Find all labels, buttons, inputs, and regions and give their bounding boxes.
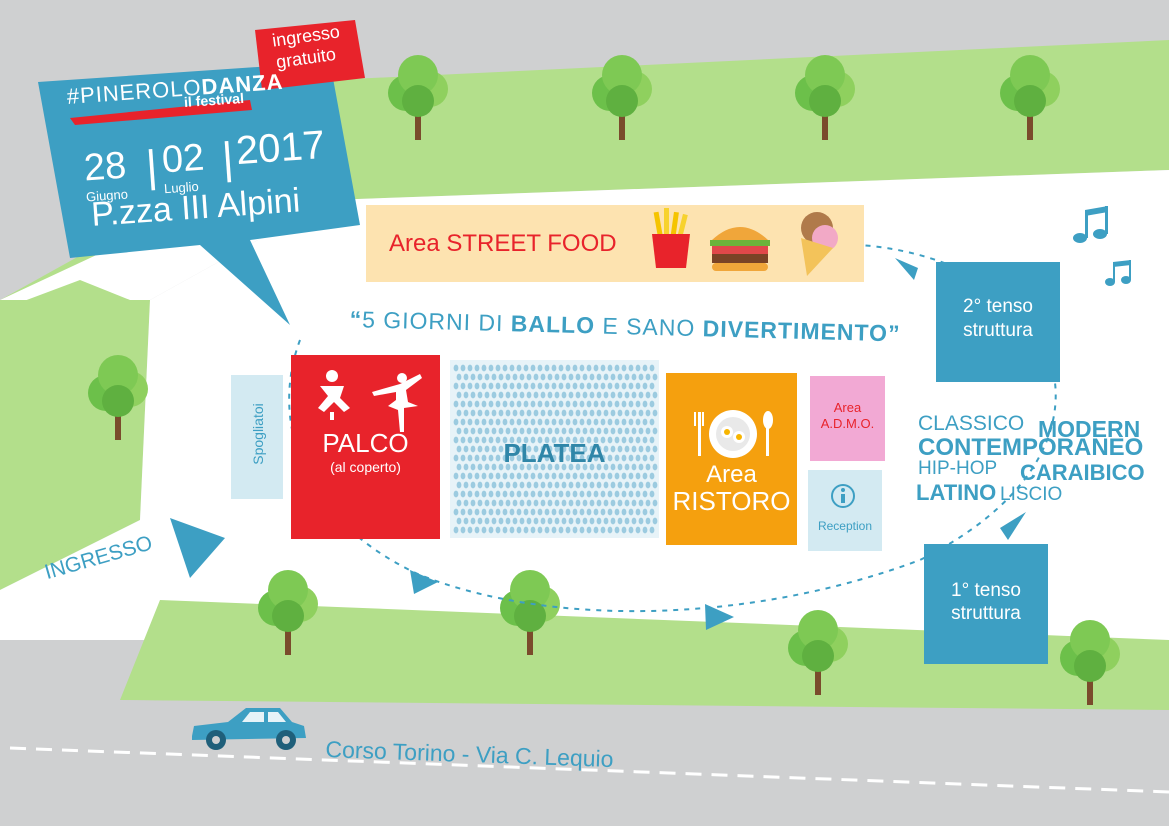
slogan-quote-open: “	[349, 306, 363, 333]
arrow-icon	[1000, 512, 1026, 540]
slogan-part-4: DIVERTIMENTO	[702, 315, 889, 347]
end-day: 02	[160, 136, 206, 182]
grass-bottom	[120, 600, 1169, 710]
platea-label: PLATEA	[503, 438, 606, 468]
tenso-1-label-1: 1° tenso	[951, 580, 1021, 601]
music-note-icon	[1073, 206, 1108, 243]
car-icon	[192, 708, 306, 750]
tree-icon	[592, 55, 652, 140]
spogliatoi-area	[231, 375, 283, 499]
admo-label-1: Area	[833, 400, 862, 415]
breakdancer-icon	[318, 370, 350, 420]
tenso-2-label-1: 2° tenso	[963, 296, 1033, 317]
tree-icon	[388, 55, 448, 140]
reception-label: Reception	[817, 519, 873, 533]
tenso-1-area	[924, 544, 1048, 664]
palco-label: PALCO	[322, 428, 409, 458]
slogan-part-2: BALLO	[510, 310, 596, 339]
admo-area	[810, 376, 885, 461]
music-note-icon	[1105, 260, 1131, 286]
genre-liscio: LISCIO	[1000, 484, 1063, 505]
tree-icon	[258, 570, 318, 655]
grass-top	[330, 40, 1169, 200]
ice-cream-icon	[801, 212, 838, 276]
spogliatoi-label: Spogliatoi	[250, 403, 266, 465]
ristoro-label-2: RISTORO	[672, 486, 791, 516]
tree-icon	[795, 55, 855, 140]
street-food-label: Area STREET FOOD	[389, 230, 617, 257]
entrance-arrow-icon	[170, 518, 225, 578]
street-food-area	[366, 205, 864, 282]
header-callout	[38, 62, 360, 325]
free-entry-tag	[255, 20, 365, 90]
genre-contemporaneo: CONTEMPORANEO	[918, 434, 1144, 461]
slogan-quote-close: ”	[887, 320, 901, 347]
fries-icon	[652, 208, 690, 268]
start-day: 28	[82, 144, 128, 190]
admo-label-2: A.D.M.O.	[820, 416, 875, 431]
genre-caraibico: CARAIBICO	[1020, 460, 1145, 485]
road-dash	[9, 746, 1169, 794]
ristoro-area	[666, 373, 797, 545]
year: 2017	[234, 122, 327, 174]
tenso-1-label-2: struttura	[951, 603, 1021, 624]
red-ribbon	[70, 100, 252, 125]
tenso-2-area	[936, 262, 1060, 382]
info-icon	[831, 484, 855, 508]
arrow-icon	[705, 604, 734, 630]
reception-area	[808, 470, 882, 551]
palco-area	[291, 355, 440, 539]
genre-modern: MODERN	[1038, 416, 1141, 442]
burger-icon	[710, 227, 770, 271]
slogan-part-1: 5 GIORNI DI	[361, 306, 512, 337]
ballerina-icon	[372, 373, 422, 432]
slogan-part-3: E SANO	[594, 312, 704, 342]
genre-hip-hop: HIP-HOP	[918, 458, 998, 479]
genre-latino: LATINO	[916, 480, 997, 505]
genre-classico: CLASSICO	[918, 412, 1025, 435]
ristoro-label-1: Area	[706, 461, 757, 488]
palco-sublabel: (al coperto)	[330, 459, 401, 475]
tenso-2-label-2: struttura	[963, 320, 1033, 341]
tree-icon	[1000, 55, 1060, 140]
tree-icon	[1060, 620, 1120, 705]
tree-icon	[500, 570, 560, 655]
tree-icon	[788, 610, 848, 695]
arrow-icon	[895, 258, 918, 280]
tree-icon	[88, 355, 148, 440]
arrow-icon	[410, 570, 438, 594]
plate-cutlery-icon	[694, 410, 773, 458]
